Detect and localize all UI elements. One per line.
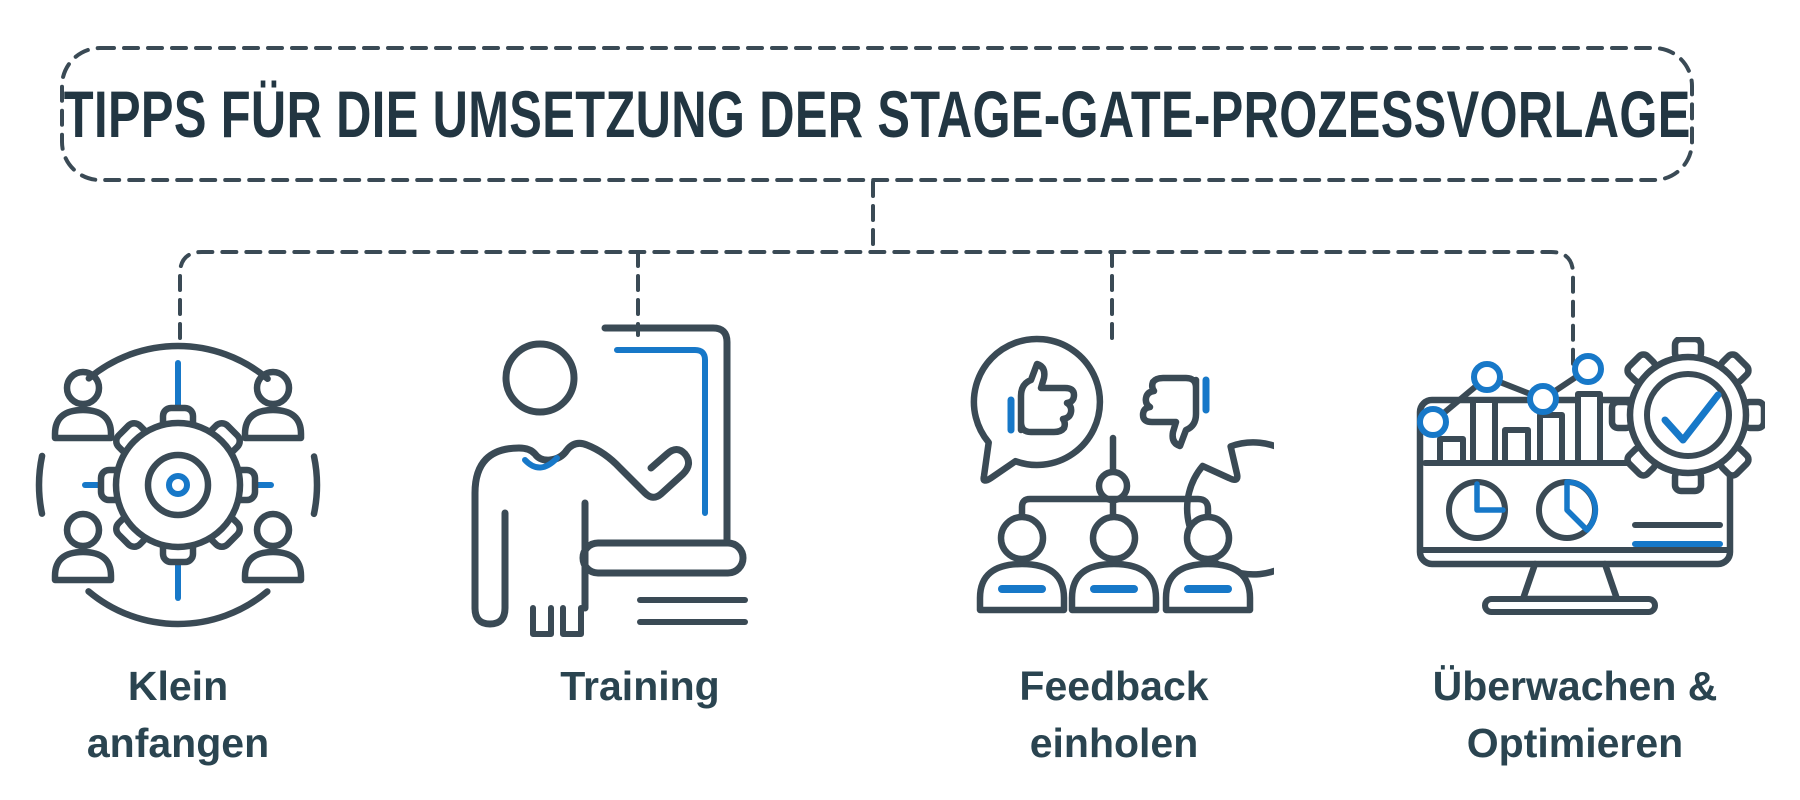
page-title: TIPPS FÜR DIE UMSETZUNG DER STAGE-GATE-P… bbox=[63, 77, 1691, 151]
item-label: Feedback einholen bbox=[1019, 658, 1208, 771]
item-label-line: Feedback bbox=[1019, 663, 1209, 709]
item-label-line: anfangen bbox=[86, 719, 270, 766]
trainer-presentation-icon bbox=[471, 324, 748, 637]
column-training: Training bbox=[450, 290, 830, 715]
item-label: Klein anfangen bbox=[87, 658, 269, 771]
column-ueberwachen-optimieren: Überwachen & Optimieren bbox=[1385, 290, 1765, 771]
team-collaboration-gear-icon bbox=[35, 342, 321, 628]
title-box-border bbox=[60, 46, 1694, 182]
title-box: TIPPS FÜR DIE UMSETZUNG DER STAGE-GATE-P… bbox=[62, 48, 1692, 180]
feedback-thumbs-icon bbox=[970, 335, 1274, 614]
item-label: Überwachen & Optimieren bbox=[1433, 658, 1718, 771]
item-label-line: Training bbox=[560, 663, 720, 709]
item-label-line: Überwachen & bbox=[1432, 663, 1718, 709]
item-label-line: einholen bbox=[1029, 719, 1199, 766]
column-klein-anfangen: Klein anfangen bbox=[0, 290, 368, 771]
item-label-line: Klein bbox=[127, 663, 229, 709]
item-label: Training bbox=[560, 658, 719, 715]
monitor-analytics-icon bbox=[1416, 337, 1765, 615]
item-label-line: Optimieren bbox=[1466, 719, 1684, 766]
connector-branch bbox=[178, 250, 1575, 367]
column-feedback: Feedback einholen bbox=[924, 290, 1304, 771]
